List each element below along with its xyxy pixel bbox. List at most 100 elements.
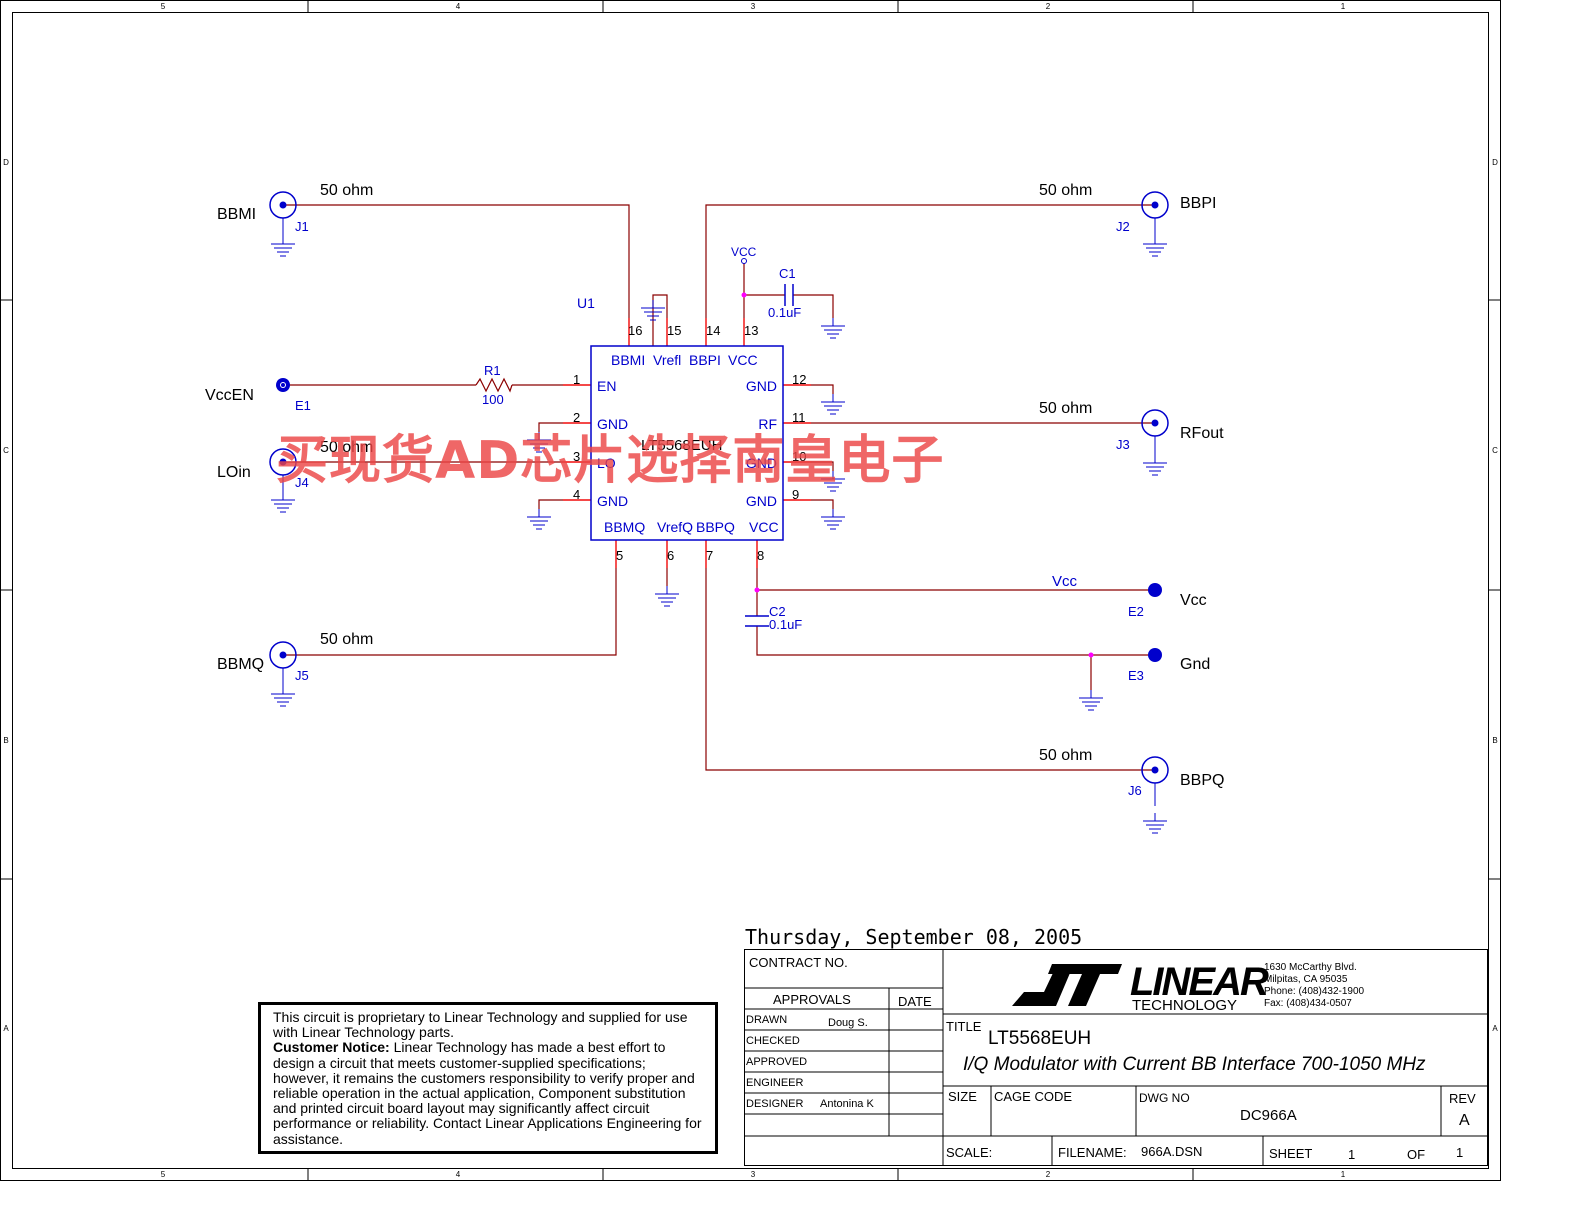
cage-code-label: CAGE CODE [994, 1089, 1072, 1104]
vcc-port-label: VCC [731, 245, 757, 259]
j4-net-label: LOin [217, 464, 251, 481]
j2-impedance: 50 ohm [1039, 182, 1092, 199]
j4-ref: J4 [295, 475, 309, 490]
j2-net-label: BBPI [1180, 195, 1216, 212]
contract-label: CONTRACT NO. [749, 955, 848, 970]
j5-net-label: BBMQ [217, 656, 264, 673]
checked-label: CHECKED [746, 1035, 800, 1047]
j5-connector-icon [269, 641, 297, 692]
j1-ref: J1 [295, 219, 309, 234]
pin-name-2: GND [597, 416, 628, 432]
size-label: SIZE [948, 1089, 977, 1104]
drawn-value: Doug S. [828, 1017, 868, 1029]
notice-heading: Customer Notice: [273, 1039, 390, 1056]
designer-label: DESIGNER [746, 1098, 804, 1110]
drawing-title: LT5568EUH [988, 1028, 1091, 1049]
zone-col-4-top: 4 [456, 2, 461, 11]
rev-label: REV [1449, 1091, 1476, 1106]
zone-col-1-top: 1 [1341, 2, 1346, 11]
vcc-wire-label: Vcc [1052, 573, 1078, 590]
title-block [744, 949, 1488, 1166]
zone-col-2-bottom: 2 [1046, 1170, 1051, 1179]
j6-impedance: 50 ohm [1039, 747, 1092, 764]
zone-col-3-top: 3 [751, 2, 756, 11]
pin-name-14: BBPI [689, 352, 721, 368]
j2-connector-icon [1141, 191, 1169, 242]
pin-name-9: GND [746, 493, 777, 509]
pin-num-3: 3 [573, 449, 580, 464]
schematic-date: Thursday, September 08, 2005 [745, 925, 1082, 949]
sheet-label: SHEET [1269, 1146, 1312, 1161]
j3-net-label: RFout [1180, 425, 1224, 442]
pin-name-5: BBMQ [604, 519, 645, 535]
notice-body: Linear Technology has made a best effort… [273, 1039, 702, 1147]
approvals-label: APPROVALS [773, 992, 851, 1007]
r1-ref: R1 [484, 363, 501, 378]
notice-line-1: This circuit is proprietary to Linear Te… [273, 1009, 688, 1041]
pin-num-9: 9 [792, 487, 799, 502]
pin-name-4: GND [597, 493, 628, 509]
pin-name-16: BBMI [611, 352, 645, 368]
c1-ref: C1 [779, 266, 796, 281]
sheet-border [0, 0, 1501, 1181]
dwg-no-value: DC966A [1240, 1107, 1297, 1124]
j5-ref: J5 [295, 668, 309, 683]
engineer-label: ENGINEER [746, 1077, 804, 1089]
c2-ref: C2 [769, 604, 786, 619]
proprietary-notice: This circuit is proprietary to Linear Te… [258, 1002, 718, 1154]
zone-row-c-left: C [3, 446, 9, 455]
scale-label: SCALE: [946, 1145, 992, 1160]
pin-name-1: EN [597, 378, 616, 394]
j6-ref: J6 [1128, 783, 1142, 798]
pin-num-15: 15 [667, 323, 681, 338]
of-label: OF [1407, 1147, 1425, 1162]
rev-value: A [1459, 1112, 1470, 1129]
pin-num-1: 1 [573, 372, 580, 387]
pin-name-12: GND [746, 378, 777, 394]
zone-row-d-left: D [3, 158, 9, 167]
e3-net-label: Gnd [1180, 656, 1210, 673]
j1-net-label: BBMI [217, 206, 256, 223]
zone-row-a-left: A [3, 1024, 9, 1033]
linear-logo-icon [1012, 964, 1122, 1006]
pin-num-5: 5 [616, 548, 623, 563]
j2-ref: J2 [1116, 219, 1130, 234]
pin-num-2: 2 [573, 410, 580, 425]
pin-num-13: 13 [744, 323, 758, 338]
e3-ref: E3 [1128, 668, 1144, 683]
j3-impedance: 50 ohm [1039, 400, 1092, 417]
sma-connectors [269, 191, 1169, 807]
zone-col-3-bottom: 3 [751, 1170, 756, 1179]
zone-row-a-right: A [1492, 1024, 1498, 1033]
pin-name-13: VCC [728, 352, 758, 368]
c1-value: 0.1uF [768, 305, 801, 320]
pin-name-8: VCC [749, 519, 779, 535]
pin-num-12: 12 [792, 372, 806, 387]
zone-col-2-top: 2 [1046, 2, 1051, 11]
zone-col-5-top: 5 [161, 2, 166, 11]
zone-row-b-left: B [3, 736, 8, 745]
e2-terminal-icon [1148, 583, 1162, 597]
pin-num-10: 10 [792, 449, 806, 464]
pin-num-16: 16 [628, 323, 642, 338]
zone-row-b-right: B [1492, 736, 1497, 745]
pin-name-7: BBPQ [696, 519, 735, 535]
address-line-4: Fax: (408)434-0507 [1264, 998, 1352, 1009]
pin-name-11: RF [758, 416, 777, 432]
c2-value: 0.1uF [769, 617, 802, 632]
address-line-1: 1630 McCarthy Blvd. [1264, 962, 1357, 973]
address-line-2: Milpitas, CA 95035 [1264, 974, 1348, 985]
watermark-text: 买现货AD芯片选择南皇电子 [276, 431, 945, 491]
title-label: TITLE [946, 1019, 982, 1034]
pin-name-15: Vrefl [653, 352, 681, 368]
terminals [276, 378, 1162, 662]
vcc-port-icon [741, 258, 747, 264]
j3-connector-icon [1141, 409, 1169, 460]
pin-stubs [563, 318, 811, 568]
drawing-subtitle: I/Q Modulator with Current BB Interface … [963, 1054, 1426, 1075]
filename-value: 966A.DSN [1141, 1144, 1202, 1159]
pin-num-8: 8 [757, 548, 764, 563]
address-line-3: Phone: (408)432-1900 [1264, 986, 1365, 997]
j4-impedance: 50 ohm [320, 439, 373, 456]
